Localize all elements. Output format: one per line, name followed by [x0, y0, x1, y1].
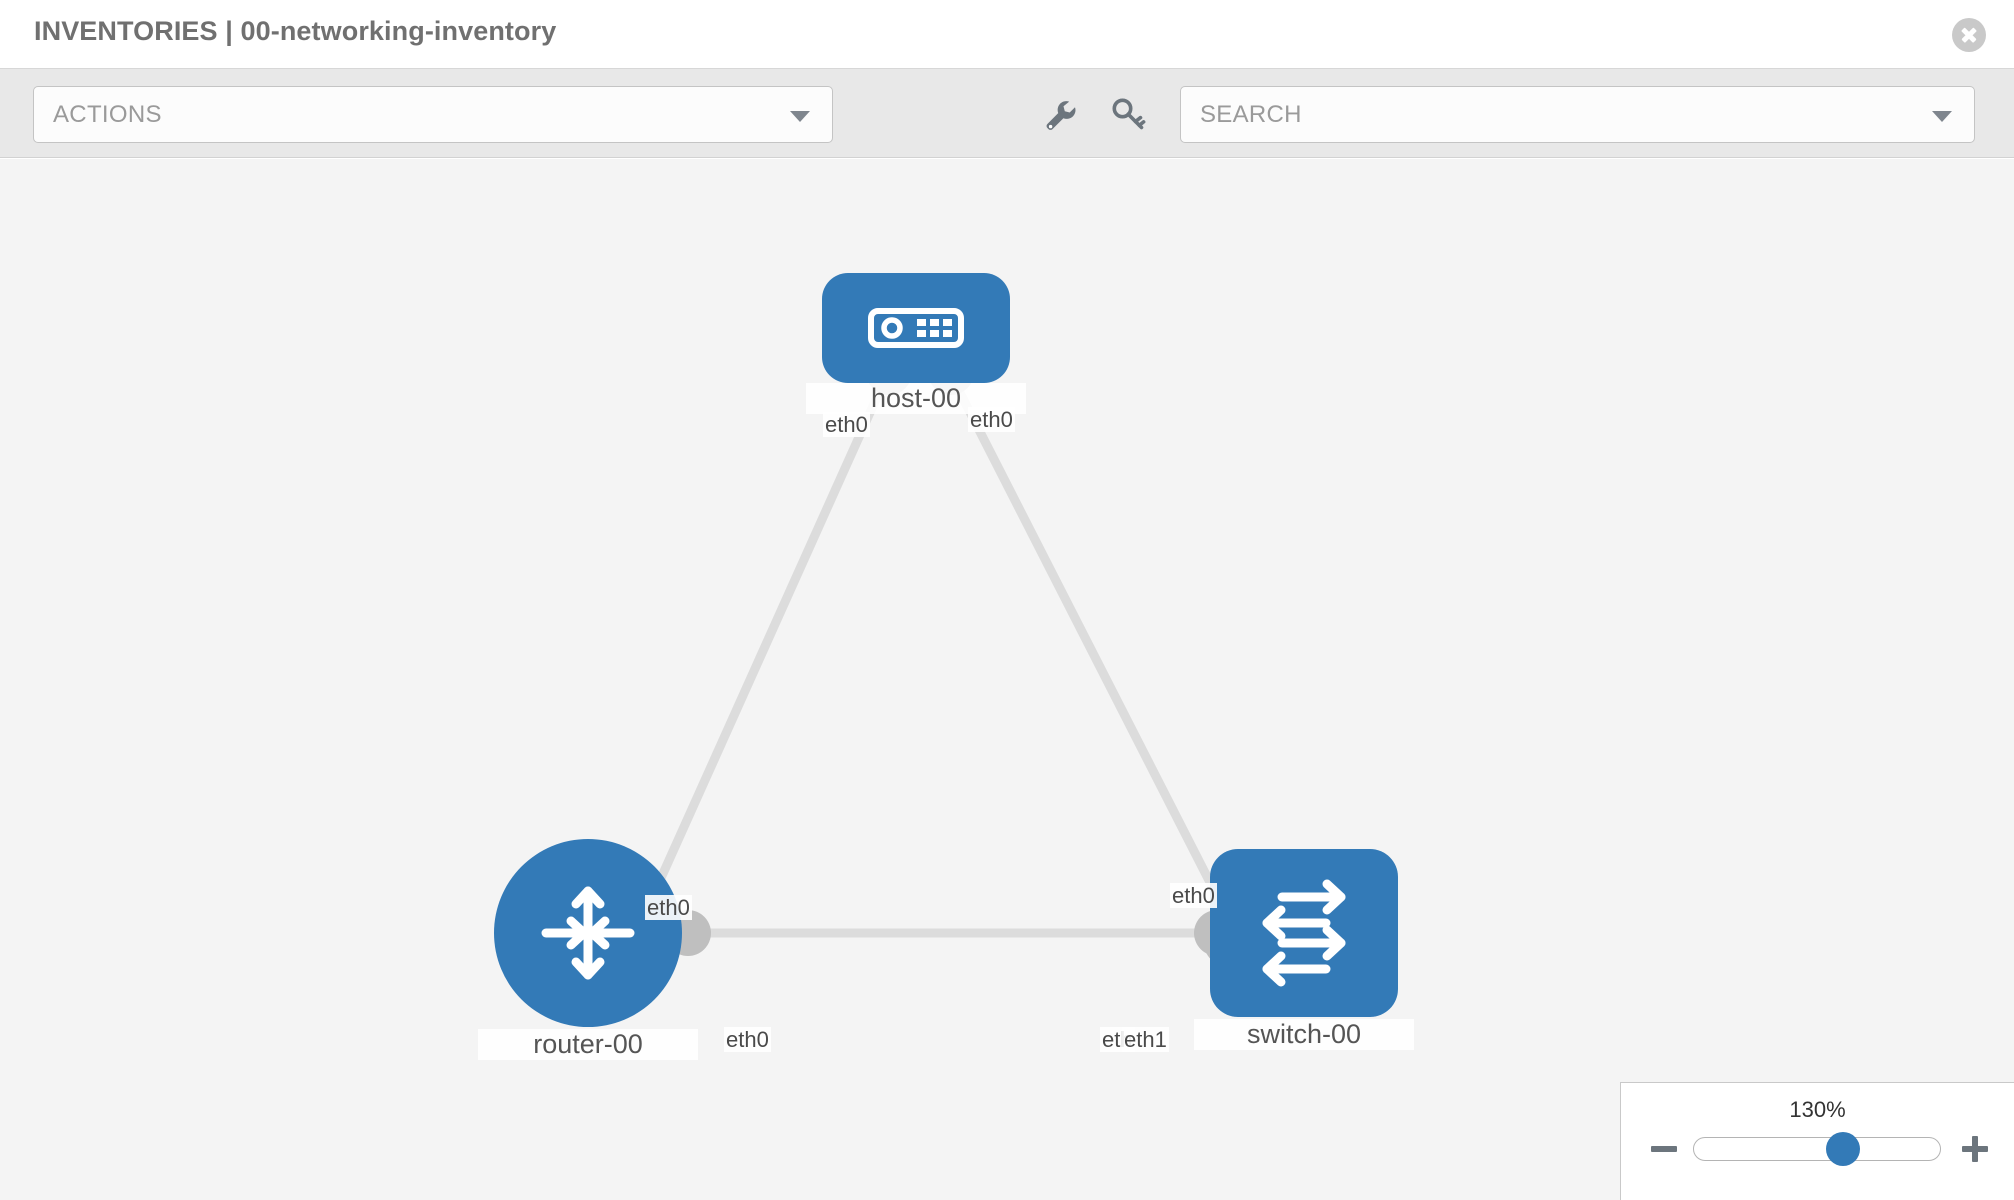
link-host-router — [643, 375, 891, 909]
zoom-level-value: 130% — [1789, 1097, 1846, 1122]
zoom-slider-thumb[interactable] — [1825, 1132, 1860, 1166]
zoom-out-button[interactable] — [1649, 1134, 1679, 1164]
close-icon[interactable] — [1952, 18, 1986, 52]
chevron-down-icon — [790, 110, 810, 122]
zoom-in-button[interactable] — [1960, 1134, 1990, 1164]
if-label-switch-eth1: eth1 — [1122, 1027, 1169, 1053]
node-router-00[interactable]: router-00 — [478, 839, 698, 1060]
node-host-00-label: host-00 — [806, 383, 1026, 414]
wrench-icon[interactable] — [1040, 95, 1080, 135]
actions-dropdown-label: ACTIONS — [53, 101, 162, 128]
node-router-00-shape[interactable] — [494, 839, 682, 1027]
toolbar: ACTIONS — [0, 69, 2014, 158]
if-label-host-eth0-left: eth0 — [823, 412, 870, 438]
topology-canvas[interactable]: host-00 — [0, 159, 2014, 1200]
page-title: INVENTORIES | 00-networking-inventory — [34, 16, 557, 46]
node-switch-00-label: switch-00 — [1194, 1019, 1414, 1050]
actions-dropdown[interactable]: ACTIONS — [33, 86, 833, 143]
node-router-00-label: router-00 — [478, 1029, 698, 1060]
if-label-router-eth0-uplink: eth0 — [645, 895, 692, 921]
key-icon[interactable] — [1108, 95, 1148, 135]
server-icon — [868, 308, 964, 348]
node-host-00-shape[interactable] — [822, 273, 1010, 383]
if-label-router-eth0: eth0 — [724, 1027, 771, 1053]
node-host-00[interactable]: host-00 — [806, 273, 1026, 414]
node-switch-00[interactable]: switch-00 — [1194, 849, 1414, 1050]
search-input[interactable] — [1200, 101, 1900, 129]
page-header: INVENTORIES | 00-networking-inventory — [0, 0, 2014, 69]
zoom-slider[interactable] — [1693, 1132, 1941, 1166]
router-arrows-icon — [541, 886, 635, 980]
zoom-panel: 130% — [1620, 1082, 2014, 1200]
link-host-switch — [947, 374, 1249, 952]
if-label-switch-eth0-uplink: eth0 — [1170, 883, 1217, 909]
node-switch-00-shape[interactable] — [1210, 849, 1398, 1017]
chevron-down-icon[interactable] — [1932, 110, 1952, 122]
switch-arrows-icon — [1262, 879, 1346, 987]
topology-links — [643, 374, 1249, 952]
search-box[interactable] — [1180, 86, 1975, 143]
if-label-host-eth0-right: eth0 — [968, 407, 1015, 433]
